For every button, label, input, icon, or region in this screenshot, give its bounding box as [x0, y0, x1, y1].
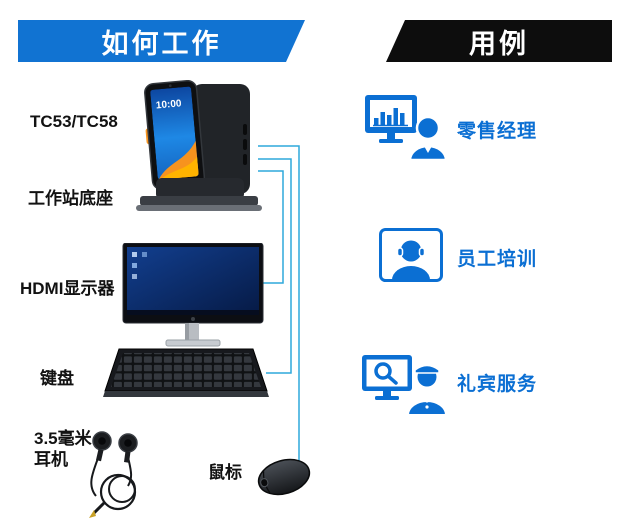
headphones-image — [89, 431, 138, 518]
use-case-label-concierge-service: 礼宾服务 — [457, 374, 538, 395]
keyboard-label: 键盘 — [40, 369, 74, 388]
retail-manager-icon — [365, 95, 448, 160]
how-it-works-title: 如何工作 — [101, 28, 222, 59]
use-cases-banner: 用例 — [386, 20, 612, 62]
use-case-label-employee-training: 员工培训 — [457, 249, 538, 270]
monitor-label: HDMI显示器 — [20, 279, 115, 298]
headphones-label-line2: 耳机 — [34, 450, 68, 469]
headphones-label-line1: 3.5毫米 — [34, 429, 92, 448]
device-dock-image: 10:00 — [136, 80, 262, 211]
use-cases-title: 用例 — [469, 28, 529, 59]
mouse-label: 鼠标 — [208, 463, 242, 482]
concierge-service-icon — [362, 355, 448, 415]
headphones-label: 3.5毫米 耳机 — [34, 428, 92, 470]
how-it-works-banner: 如何工作 — [18, 20, 305, 62]
keyboard-image — [103, 348, 269, 397]
mouse-image — [257, 458, 311, 496]
device-clock: 10:00 — [155, 98, 182, 111]
monitor-image — [122, 243, 264, 347]
dock-label: 工作站底座 — [28, 189, 113, 208]
use-case-label-retail-manager: 零售经理 — [457, 121, 538, 142]
device-label: TC53/TC58 — [30, 112, 118, 131]
employee-training-icon — [379, 228, 443, 282]
